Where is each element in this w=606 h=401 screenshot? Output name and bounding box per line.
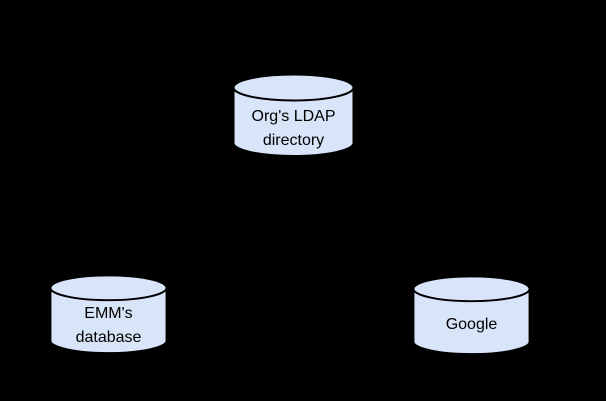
node-label-line1: EMM's xyxy=(84,305,133,322)
node-label: Org's LDAP directory xyxy=(232,105,355,153)
node-emms-database: EMM's database xyxy=(49,274,168,355)
database-cylinder-icon xyxy=(232,73,355,157)
node-orgs-ldap-directory: Org's LDAP directory xyxy=(232,73,355,158)
node-label-line2: directory xyxy=(262,132,325,149)
node-label-line1: Org's LDAP xyxy=(251,108,336,125)
node-label-line1: Google xyxy=(445,316,498,333)
node-label-line2: database xyxy=(75,329,142,346)
node-label: EMM's database xyxy=(49,302,168,350)
database-cylinder-icon xyxy=(49,274,168,355)
node-google: Google xyxy=(412,275,531,356)
cylinder-top xyxy=(412,275,531,303)
cylinder-body xyxy=(232,87,355,157)
node-label: Google xyxy=(412,313,531,337)
cylinder-body xyxy=(412,288,531,356)
cylinder-body xyxy=(49,287,168,355)
cylinder-top xyxy=(49,274,168,302)
cylinder-top xyxy=(232,73,355,102)
database-cylinder-icon xyxy=(412,275,531,356)
